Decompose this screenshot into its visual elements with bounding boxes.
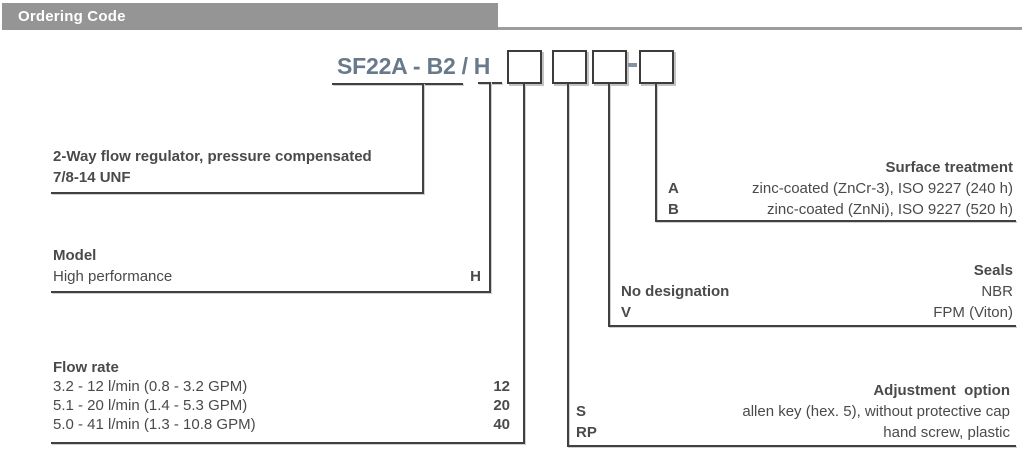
option-label: allen key (hex. 5), without protective c…: [742, 403, 1010, 420]
connector-valve-type: [422, 84, 424, 193]
option-code: V: [621, 304, 632, 321]
option-row: 5.0 - 41 l/min (1.3 - 10.8 GPM) 40: [53, 415, 510, 434]
option-row: V FPM (Viton): [621, 302, 1013, 323]
option-row: 3.2 - 12 l/min (0.8 - 3.2 GPM) 12: [53, 377, 510, 396]
section-title: Ordering Code: [18, 8, 126, 25]
section-seals: Seals No designation NBR V FPM (Viton): [621, 260, 1013, 323]
rule-surface-treatment: [655, 220, 1016, 222]
section-model: Model High performance H: [53, 245, 481, 287]
code-box-seals: [592, 50, 627, 84]
code-model-letter: H: [473, 53, 491, 79]
option-row: A zinc-coated (ZnCr-3), ISO 9227 (240 h): [668, 178, 1013, 199]
code-box-flow-rate: [507, 50, 542, 84]
option-label: NBR: [981, 283, 1013, 300]
option-code: S: [576, 403, 587, 420]
option-label: zinc-coated (ZnCr-3), ISO 9227 (240 h): [752, 180, 1013, 197]
rule-valve-type: [51, 192, 424, 194]
option-label: FPM (Viton): [933, 304, 1013, 321]
connector-surface-treatment: [655, 84, 657, 221]
option-code: B: [668, 201, 679, 218]
valve-type-line-1: 2-Way flow regulator, pressure compensat…: [53, 148, 372, 165]
option-row: S allen key (hex. 5), without protective…: [576, 401, 1010, 422]
option-code: RP: [576, 424, 597, 441]
option-row: RP hand screw, plastic: [576, 422, 1010, 443]
underline-code-prefix: [332, 83, 463, 85]
option-code: 40: [493, 416, 510, 433]
rule-adjustment: [567, 445, 1016, 447]
surface-treatment-title: Surface treatment: [885, 159, 1013, 176]
model-code-string: SF22A - B2 / H: [337, 53, 490, 80]
option-code: 12: [493, 378, 510, 395]
option-label: 3.2 - 12 l/min (0.8 - 3.2 GPM): [53, 378, 248, 395]
option-row: 5.1 - 20 l/min (1.4 - 5.3 GPM) 20: [53, 396, 510, 415]
section-valve-type: 2-Way flow regulator, pressure compensat…: [53, 146, 473, 188]
flow-rate-title: Flow rate: [53, 359, 119, 376]
code-box-surface-treatment: [639, 50, 674, 84]
option-row: No designation NBR: [621, 281, 1013, 302]
seals-title: Seals: [973, 262, 1013, 279]
section-header-bar: Ordering Code: [2, 3, 498, 30]
connector-flow-rate: [523, 84, 525, 443]
connector-model: [489, 82, 491, 292]
option-code: 20: [493, 397, 510, 414]
connector-seals: [608, 84, 610, 326]
rule-seals: [608, 325, 1016, 327]
section-adjustment: Adjustment option S allen key (hex. 5), …: [576, 380, 1010, 443]
option-code: H: [470, 268, 481, 285]
rule-model: [51, 291, 491, 293]
option-code: No designation: [621, 283, 730, 300]
option-label: High performance: [53, 268, 173, 285]
header-rule: [498, 27, 1022, 30]
option-code: A: [668, 180, 679, 197]
code-prefix: SF22A - B2: [337, 53, 456, 79]
option-label: 5.1 - 20 l/min (1.4 - 5.3 GPM): [53, 397, 248, 414]
code-box-adjustment: [552, 50, 587, 84]
valve-type-line-2: 7/8-14 UNF: [53, 169, 131, 186]
section-flow-rate: Flow rate 3.2 - 12 l/min (0.8 - 3.2 GPM)…: [53, 358, 510, 434]
code-dash: [628, 63, 637, 67]
code-slash: /: [461, 53, 468, 79]
option-row: B zinc-coated (ZnNi), ISO 9227 (520 h): [668, 199, 1013, 220]
option-row: High performance H: [53, 266, 481, 287]
connector-adjustment: [567, 84, 569, 447]
rule-flow-rate: [51, 442, 525, 444]
option-label: zinc-coated (ZnNi), ISO 9227 (520 h): [767, 201, 1013, 218]
option-label: hand screw, plastic: [883, 424, 1010, 441]
option-label: 5.0 - 41 l/min (1.3 - 10.8 GPM): [53, 416, 256, 433]
model-title: Model: [53, 247, 97, 264]
adjustment-title: Adjustment option: [873, 382, 1010, 399]
section-surface-treatment: Surface treatment A zinc-coated (ZnCr-3)…: [668, 157, 1013, 220]
